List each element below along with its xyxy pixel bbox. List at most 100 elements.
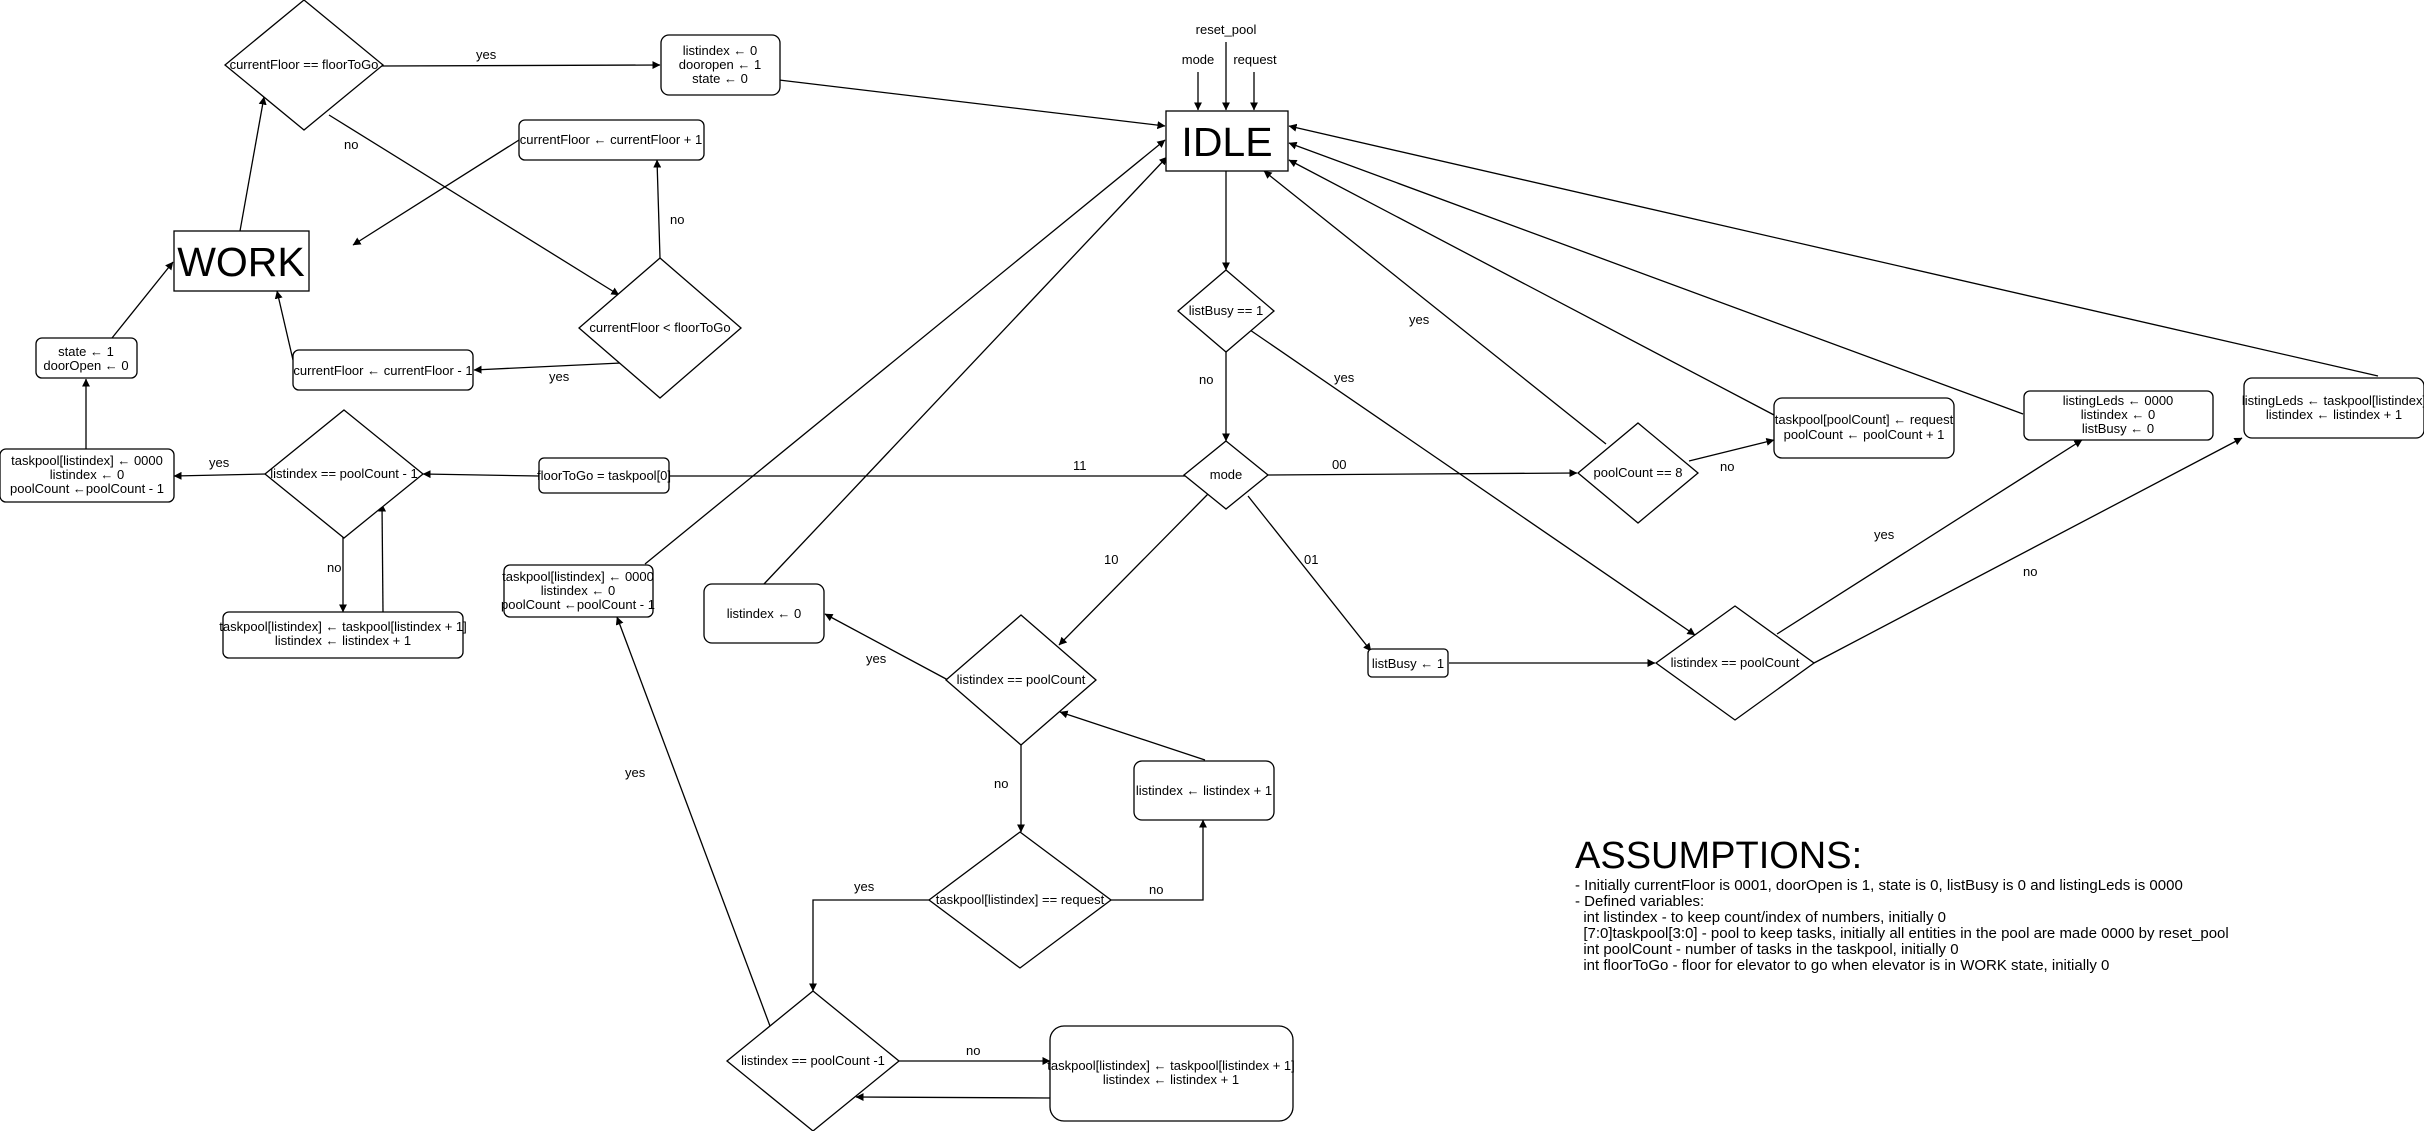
edge-add-idle	[1288, 159, 1775, 416]
action-pool-add: taskpool[poolCount] ← request poolCount …	[1773, 397, 1955, 459]
label-lt-no: no	[670, 212, 684, 227]
decision-current-eq-go: currentFloor == floorToGo	[223, 0, 385, 131]
action-listing-show-line-1: listingLeds ← taskpool[listindex]	[2242, 393, 2424, 408]
edge-removelastb-idle	[644, 139, 1166, 565]
assumptions-line: int floorToGo - floor for elevator to go…	[1575, 957, 2110, 974]
action-pool-remove-last-b: taskpool[listindex] ← 0000 listindex ← 0…	[501, 564, 655, 618]
edge-labels: yes no no yes yes no 11 00 10 01 no yes …	[209, 47, 2037, 1058]
action-listbusy-set: listBusy ← 1	[1367, 648, 1449, 678]
edge-shift-lastcheck	[378, 503, 387, 613]
action-set-floor-label: floorToGo = taskpool[0]	[537, 468, 671, 483]
input-labels: reset_pool mode request	[1182, 22, 1277, 67]
decision-listindex-eq-last-label: listindex == poolCount - 1	[270, 466, 417, 481]
action-pool-remove-last-b-line-1: taskpool[listindex] ← 0000	[502, 569, 654, 584]
label-mode-11: 11	[1073, 458, 1087, 473]
action-pool-remove-last-line-1: taskpool[listindex] ← 0000	[11, 453, 163, 468]
action-reset-arrive-line-1: listindex ← 0	[683, 43, 757, 58]
edge-lastdel-yes-removeb	[615, 616, 771, 1027]
action-pool-remove-last-line-2: listindex ← 0	[50, 467, 124, 482]
action-reset-arrive: listindex ← 0 dooropen ← 1 state ← 0	[660, 34, 781, 96]
action-listindex-zero: listindex ← 0	[703, 583, 825, 644]
action-floor-up: currentFloor ← currentFloor + 1	[518, 119, 705, 161]
decision-pool-full: poolCount == 8	[1576, 422, 1700, 524]
action-reset-arrive-line-2: dooropen ← 1	[679, 57, 761, 72]
label-listbusy-yes: yes	[1334, 370, 1355, 385]
edge-statework-work	[111, 261, 174, 339]
input-request: request	[1233, 52, 1277, 67]
action-reset-arrive-line-3: state ← 0	[692, 71, 748, 86]
decision-pool-full-label: poolCount == 8	[1594, 465, 1683, 480]
label-delcheck-yes: yes	[866, 651, 887, 666]
edge-listzero-idle	[763, 156, 1168, 585]
edge-show-yes-reset	[1776, 439, 2083, 635]
label-mode-10: 10	[1104, 552, 1118, 567]
decision-pool-eq-request: taskpool[listindex] == request	[927, 831, 1113, 969]
action-pool-remove-last-line-3: poolCount ←poolCount - 1	[10, 481, 164, 496]
label-mode-01: 01	[1304, 552, 1318, 567]
edge-listing-reset-idle	[1288, 141, 2024, 415]
action-pool-remove-last: taskpool[listindex] ← 0000 listindex ← 0…	[0, 448, 175, 503]
edge-request-no-inc	[1111, 819, 1207, 901]
assumptions-title: ASSUMPTIONS:	[1575, 835, 1863, 877]
edge-shiftdel-lastdel	[855, 1093, 1051, 1102]
input-mode: mode	[1182, 52, 1215, 67]
label-show-no: no	[2023, 564, 2037, 579]
decision-list-eq-count-del-label: listindex == poolCount	[957, 672, 1086, 687]
action-pool-add-line-1: taskpool[poolCount] ← request	[1775, 412, 1954, 427]
state-work-label: WORK	[177, 239, 305, 285]
action-pool-remove-last-b-line-2: listindex ← 0	[541, 583, 615, 598]
decision-listbusy-label: listBusy == 1	[1189, 303, 1263, 318]
action-listing-reset-line-3: listBusy ← 0	[2082, 421, 2154, 436]
decision-current-lt-go: currentFloor < floorToGo	[578, 257, 742, 399]
edge-inc-delcheck	[1059, 710, 1206, 761]
action-set-floor: floorToGo = taskpool[0]	[537, 457, 671, 494]
action-listing-show: listingLeds ← taskpool[listindex] listin…	[2242, 377, 2424, 439]
label-delcheck-no: no	[994, 776, 1008, 791]
edge-arrive-idle	[778, 79, 1166, 130]
action-listindex-inc: listindex ← listindex + 1	[1133, 760, 1275, 821]
assumptions-line: - Defined variables:	[1575, 893, 1705, 910]
state-idle-label: IDLE	[1181, 119, 1272, 165]
edge-listbusy-yes-show	[1249, 329, 1696, 636]
label-request-no: no	[1149, 882, 1163, 897]
edge-delcheck-yes	[824, 613, 949, 681]
label-arrive-no: no	[344, 137, 358, 152]
label-lastdel-yes: yes	[625, 765, 646, 780]
action-state-work-line-1: state ← 1	[58, 344, 114, 359]
assumptions-line: int poolCount - number of tasks in the t…	[1575, 941, 1959, 958]
edge-poolfull-no-add	[1688, 437, 1775, 462]
action-pool-shift: taskpool[listindex] ← taskpool[listindex…	[219, 611, 467, 659]
decision-list-eq-count-del: listindex == poolCount	[945, 614, 1097, 746]
assumptions-block: ASSUMPTIONS: - Initially currentFloor is…	[1575, 834, 2395, 974]
action-pool-shift-del-line-1: taskpool[listindex] ← taskpool[listindex…	[1047, 1058, 1295, 1073]
decision-list-eq-last-del: listindex == poolCount -1	[725, 990, 901, 1131]
edge-up-work	[352, 139, 520, 246]
label-show-yes: yes	[1874, 527, 1895, 542]
label-poolfull-yes: yes	[1409, 312, 1430, 327]
assumptions-line: - Initially currentFloor is 0001, doorOp…	[1575, 877, 2183, 894]
assumptions-line: [7:0]taskpool[3:0] - pool to keep tasks,…	[1575, 925, 2229, 942]
label-mode-00: 00	[1332, 457, 1346, 472]
action-floor-up-label: currentFloor ← currentFloor + 1	[520, 132, 702, 147]
edge-down-work	[274, 290, 294, 361]
decision-listindex-eq-last: listindex == poolCount - 1	[263, 409, 425, 539]
action-floor-down: currentFloor ← currentFloor - 1	[292, 349, 474, 391]
edge-lastcheck-yes	[173, 471, 267, 480]
decision-current-lt-go-label: currentFloor < floorToGo	[589, 320, 730, 335]
edge-arrive-yes	[380, 61, 661, 70]
edge-request-yes-lastdel	[809, 899, 929, 992]
edge-mode-10	[1058, 493, 1209, 646]
action-listing-reset: listingLeds ← 0000 listindex ← 0 listBus…	[2023, 390, 2214, 441]
label-lastcheck-no: no	[327, 560, 341, 575]
decision-mode: mode	[1182, 440, 1270, 510]
state-work: WORK	[173, 230, 310, 292]
decision-mode-label: mode	[1210, 467, 1243, 482]
label-request-yes: yes	[854, 879, 875, 894]
action-listindex-zero-label: listindex ← 0	[727, 606, 801, 621]
edge-lt-no-up	[653, 159, 662, 259]
edge-setfloor-lastcheck	[422, 470, 540, 479]
decision-list-eq-last-del-label: listindex == poolCount -1	[741, 1053, 885, 1068]
action-pool-shift-del: taskpool[listindex] ← taskpool[listindex…	[1047, 1025, 1295, 1122]
label-poolfull-no: no	[1720, 459, 1734, 474]
state-idle: IDLE	[1165, 110, 1289, 172]
